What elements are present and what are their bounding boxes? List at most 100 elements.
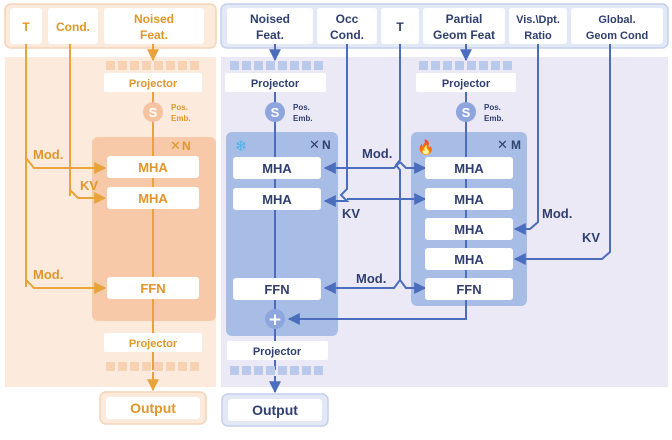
- mod-top-frozen-arrow: [323, 161, 401, 174]
- left-pos-emb-line1: Pos.: [171, 103, 188, 112]
- trainable-ffn-label: FFN: [456, 282, 481, 297]
- left-input-t: [10, 8, 42, 44]
- right-t-label: T: [396, 20, 404, 34]
- right-kv-global-label: KV: [582, 230, 600, 245]
- frozen-ffn-label: FFN: [264, 282, 289, 297]
- mod-top-trainable-arrow: [399, 161, 427, 174]
- frozen-sum-circle: [265, 102, 285, 122]
- t-mod-trainable-ffn-arrow: [399, 279, 427, 294]
- occ-cond-kv-line: [323, 44, 350, 207]
- frozen-repeat-n: N: [322, 138, 331, 152]
- right-partial-geom-line2: Geom Feat: [433, 28, 495, 42]
- vis-ratio-mod-line: [513, 44, 539, 235]
- left-mod-top-label: Mod.: [33, 147, 63, 162]
- trainable-mha-3: [425, 218, 513, 240]
- left-input-cond: [48, 8, 98, 44]
- right-mod-bottom-label: Mod.: [356, 271, 386, 286]
- left-mha-2-label: MHA: [138, 191, 168, 206]
- right-vis-ratio-line2: Ratio: [524, 30, 552, 42]
- left-noised-feat-line1: Noised: [134, 12, 174, 26]
- right-input-t: [381, 8, 419, 44]
- trainable-repeat-times-icon: ✕: [497, 137, 508, 152]
- frozen-mha-2: [233, 188, 321, 210]
- left-cond-label: Cond.: [56, 20, 90, 34]
- trainable-pos-emb-line1: Pos.: [484, 103, 501, 112]
- frozen-repeat-times-icon: ✕: [309, 137, 320, 152]
- right-partial-geom-line1: Partial: [446, 12, 483, 26]
- right-input-noised-feat: [227, 8, 313, 44]
- left-token-row-top: [106, 61, 199, 70]
- right-mod-vis-label: Mod.: [542, 206, 572, 221]
- left-input-noised-feat: [104, 8, 204, 44]
- trainable-to-sum-arrow: [287, 302, 467, 325]
- trainable-mha-2-label: MHA: [454, 192, 484, 207]
- right-output-label: Output: [252, 402, 298, 418]
- trainable-mha-1-label: MHA: [454, 161, 484, 176]
- trainable-token-row-top: [419, 61, 512, 70]
- left-kv-label: KV: [80, 178, 98, 193]
- frozen-mha-1: [233, 157, 321, 179]
- left-projector-top-label: Projector: [129, 78, 178, 90]
- trainable-repeat-m: M: [511, 138, 521, 152]
- left-repeat-n: N: [182, 139, 191, 153]
- trainable-flame-icon: 🔥: [417, 139, 434, 156]
- frozen-s-symbol: S: [271, 105, 280, 120]
- left-mod-bottom-label: Mod.: [33, 267, 63, 282]
- left-sum-circle: [143, 102, 163, 122]
- global-geom-kv-line: [513, 44, 611, 265]
- right-output-inner: [228, 399, 322, 421]
- t-line: [323, 44, 401, 294]
- frozen-token-row-bottom: [230, 366, 323, 375]
- left-projector-bottom: [104, 333, 202, 352]
- left-ffn-label: FFN: [140, 281, 165, 296]
- frozen-token-row-top: [230, 61, 323, 70]
- frozen-projector-top-label: Projector: [251, 78, 300, 90]
- right-global-geom-line2: Geom Cond: [586, 30, 648, 42]
- frozen-projector-top: [225, 73, 326, 92]
- left-mha-1-label: MHA: [138, 160, 168, 175]
- left-mha-1: [107, 156, 199, 178]
- right-noised-feat-line1: Noised: [250, 12, 290, 26]
- left-projector-bottom-label: Projector: [129, 338, 178, 350]
- trainable-mha-4: [425, 248, 513, 270]
- left-pos-emb-line2: Emb.: [171, 114, 191, 123]
- left-projector-top: [104, 73, 202, 92]
- trainable-mha-3-label: MHA: [454, 222, 484, 237]
- right-input-vis-ratio: [509, 8, 567, 44]
- right-vis-ratio-line1: Vis.\Dpt.: [516, 14, 560, 26]
- frozen-mha-2-label: MHA: [262, 192, 292, 207]
- left-ffn: [107, 277, 199, 299]
- left-output-inner: [106, 397, 200, 419]
- trainable-mha-4-label: MHA: [454, 252, 484, 267]
- frozen-snowflake-icon: ❄: [235, 137, 248, 155]
- right-mod-top-label: Mod.: [362, 146, 392, 161]
- plus-icon: +: [268, 310, 282, 330]
- left-mha-2: [107, 187, 199, 209]
- residual-add-circle: [265, 309, 285, 329]
- right-kv-mid-label: KV: [342, 206, 360, 221]
- frozen-projector-bottom-label: Projector: [253, 346, 302, 358]
- right-global-geom-line1: Global.: [598, 14, 635, 26]
- frozen-projector-bottom: [227, 341, 328, 360]
- trainable-sum-circle: [456, 102, 476, 122]
- trainable-projector-top: [416, 73, 516, 92]
- frozen-pos-emb-line1: Pos.: [293, 103, 310, 112]
- left-t-label: T: [22, 20, 30, 34]
- left-repeat-times-icon: ✕: [170, 138, 181, 153]
- trainable-pos-emb-line2: Emb.: [484, 114, 504, 123]
- left-token-row-bottom: [106, 362, 199, 371]
- right-occ-cond-line2: Cond.: [330, 28, 364, 42]
- left-output-label: Output: [130, 400, 176, 416]
- trainable-projector-top-label: Projector: [442, 78, 491, 90]
- right-noised-feat-line2: Feat.: [256, 28, 284, 42]
- right-input-global-geom: [571, 8, 663, 44]
- frozen-ffn: [233, 278, 321, 300]
- left-mod-top-arrow: [25, 157, 107, 174]
- right-occ-cond-line1: Occ: [336, 12, 359, 26]
- left-kv-arrow: [69, 189, 107, 204]
- trainable-mha-2: [425, 188, 513, 210]
- trainable-ffn: [425, 278, 513, 300]
- left-s-symbol: S: [149, 105, 158, 120]
- left-noised-feat-line2: Feat.: [140, 28, 168, 42]
